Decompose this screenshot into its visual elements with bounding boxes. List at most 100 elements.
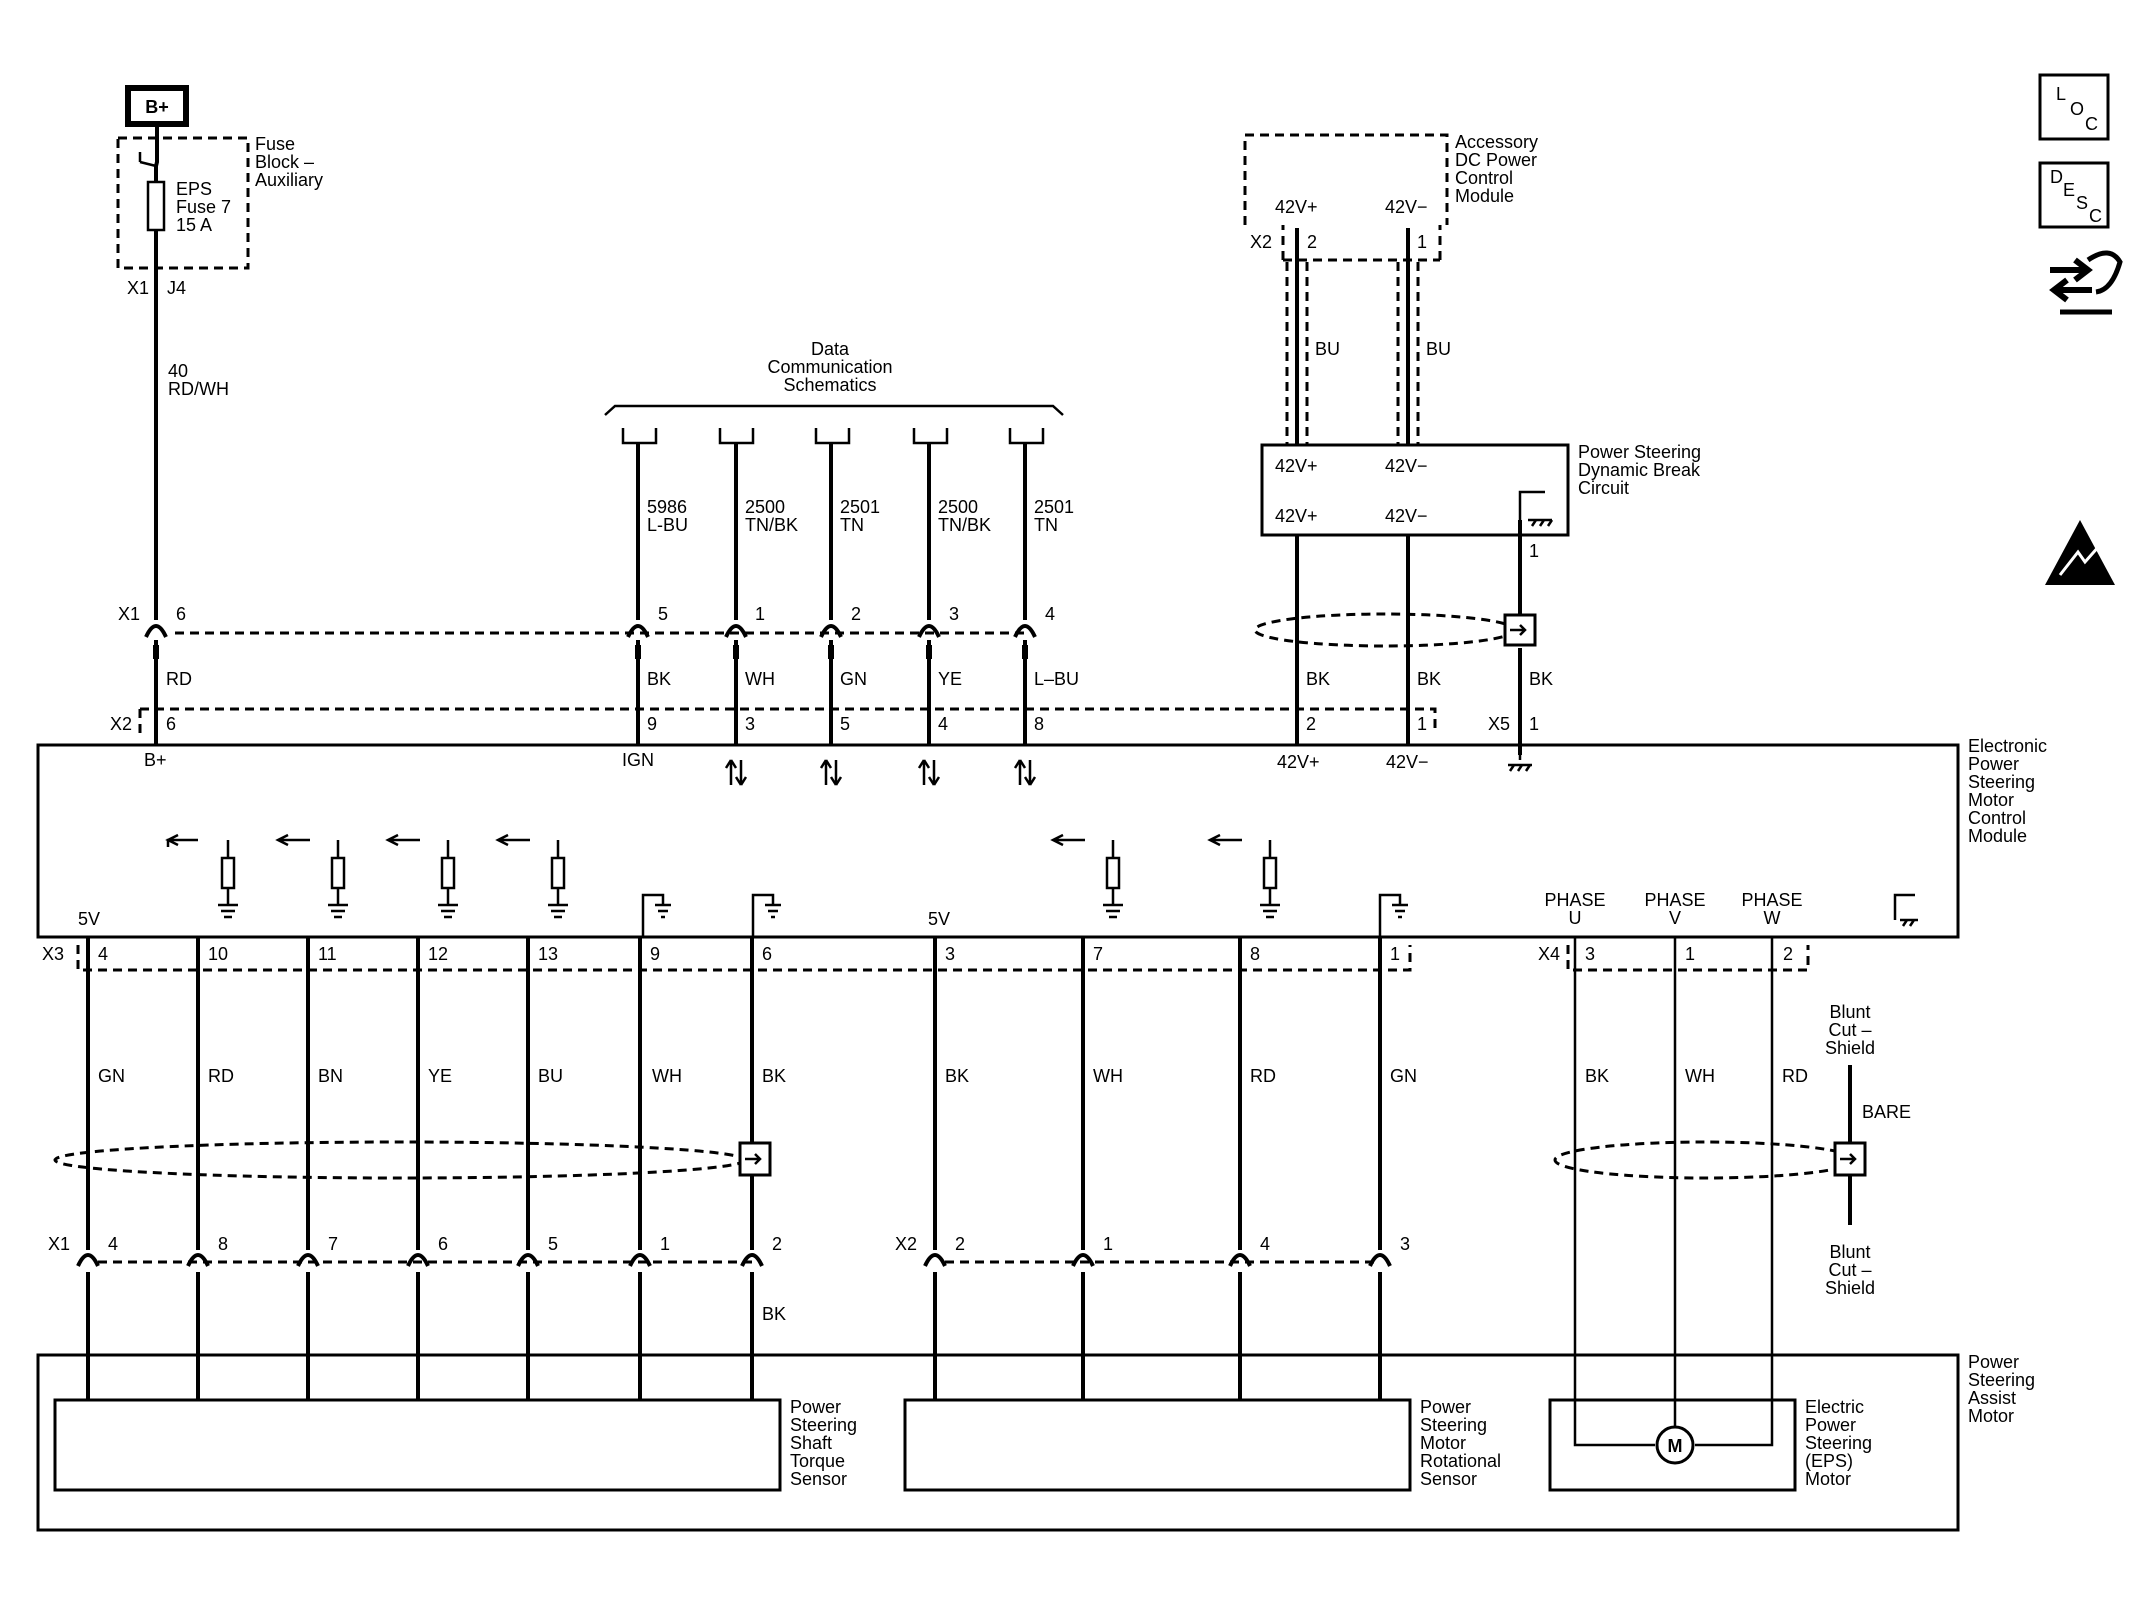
- accessory-dc-power-module: Accessory DC Power Control Module 42V+ 4…: [1243, 132, 1538, 262]
- bidirectional-arrow-icons: [724, 759, 1037, 786]
- torque-sensor-label-2: Steering: [790, 1415, 857, 1435]
- torque-sensor-label-1: Power: [790, 1397, 841, 1417]
- shield-bottom-label-1: Blunt: [1829, 1242, 1870, 1262]
- dynamic-break-title-2: Dynamic Break: [1578, 460, 1701, 480]
- lower-wires: [86, 937, 1852, 1447]
- dynamic-break-circuit: Power Steering Dynamic Break Circuit 42V…: [1260, 442, 1701, 561]
- x1-upper-pin-6: 4: [1045, 604, 1055, 624]
- fuse-block-label-3: Auxiliary: [255, 170, 323, 190]
- fuse-label-2: Fuse 7: [176, 197, 231, 217]
- data-comm-wires: [636, 443, 1027, 620]
- x1-lower-pin-2: 8: [218, 1234, 228, 1254]
- x2-lower-pin-3: 4: [1260, 1234, 1270, 1254]
- eps-motor-label-2: Power: [1805, 1415, 1856, 1435]
- assist-motor-title-2: Steering: [1968, 1370, 2035, 1390]
- shield-loop-upper: [1253, 612, 1537, 648]
- x1-upper-color-3: WH: [745, 669, 775, 689]
- shield-top-label-2: Cut –: [1828, 1020, 1871, 1040]
- phase-v-sub: V: [1669, 908, 1681, 928]
- eps-module-5v-right: 5V: [928, 909, 950, 929]
- fuse-block-auxiliary: Fuse Block – Auxiliary EPS Fuse 7 15 A X…: [116, 134, 323, 298]
- chassis-ground-icon: [1508, 755, 1532, 772]
- rotational-sensor-label-4: Rotational: [1420, 1451, 1501, 1471]
- eps-fuse-symbol: [146, 180, 166, 232]
- x1-lower-extra-color: BK: [762, 1304, 786, 1324]
- x3-color-6: WH: [652, 1066, 682, 1086]
- circuit-num-3: 2501: [840, 497, 880, 517]
- bu-cable-pos: [1285, 228, 1309, 445]
- shield-top-label-3: Shield: [1825, 1038, 1875, 1058]
- x3-pin-6: 9: [650, 944, 660, 964]
- x3-x4-pins: 4 10 11 12 13 9 6 3 7 8 1 3 1 2: [98, 944, 1793, 964]
- desc-letter-e: E: [2063, 180, 2075, 200]
- x3-pin-9: 7: [1093, 944, 1103, 964]
- phase-v-label: PHASE: [1644, 890, 1705, 910]
- esd-warning-icon[interactable]: [2045, 520, 2115, 585]
- phase-u-label: PHASE: [1544, 890, 1605, 910]
- phase-w-sub: W: [1764, 908, 1781, 928]
- x2-lower-pin-1: 2: [955, 1234, 965, 1254]
- lower-terminals: [76, 1253, 1392, 1267]
- x1-lower-pin-3: 7: [328, 1234, 338, 1254]
- dynamic-break-title-3: Circuit: [1578, 478, 1629, 498]
- dynamic-break-title-1: Power Steering: [1578, 442, 1701, 462]
- x3-color-11: GN: [1390, 1066, 1417, 1086]
- bplus-label: B+: [145, 97, 169, 117]
- desc-letter-c: C: [2089, 206, 2102, 226]
- eps-module-ign: IGN: [622, 750, 654, 770]
- phase-u-sub: U: [1569, 908, 1582, 928]
- x4-pin-2: 1: [1685, 944, 1695, 964]
- shield-bottom-label-2: Cut –: [1828, 1260, 1871, 1280]
- shield-top-label-1: Blunt: [1829, 1002, 1870, 1022]
- x3-color-1: GN: [98, 1066, 125, 1086]
- dynamic-break-pin: 1: [1529, 541, 1539, 561]
- x2-upper-pin-2: 9: [647, 714, 657, 734]
- x2-upper-pin-7: 2: [1306, 714, 1316, 734]
- phase-w-label: PHASE: [1741, 890, 1802, 910]
- accessory-neg-label: 42V−: [1385, 197, 1428, 217]
- x2-upper-pin-5: 4: [938, 714, 948, 734]
- x1-upper-color-2: BK: [647, 669, 671, 689]
- x3-pin-4: 12: [428, 944, 448, 964]
- loc-letter-o: O: [2070, 99, 2084, 119]
- eps-module-title-5: Control: [1968, 808, 2026, 828]
- loc-letter-c: C: [2085, 114, 2098, 134]
- x2-lower-conn: X2: [895, 1234, 917, 1254]
- motor-icon: [1655, 1425, 1695, 1465]
- x3-pin-5: 13: [538, 944, 558, 964]
- x3-color-5: BU: [538, 1066, 563, 1086]
- x1-lower-conn: X1: [48, 1234, 70, 1254]
- accessory-pin-neg: 1: [1417, 232, 1427, 252]
- x3-color-8: BK: [945, 1066, 969, 1086]
- fuse-conn-j4: J4: [167, 278, 186, 298]
- desc-icon[interactable]: D E S C: [2038, 161, 2110, 229]
- x2-upper-pin-4: 5: [840, 714, 850, 734]
- ground-icon: [1518, 490, 1554, 527]
- dynamic-break-pos-top: 42V+: [1275, 456, 1318, 476]
- eps-module-42v-pos: 42V+: [1277, 752, 1320, 772]
- x1-lower-pin-5: 5: [548, 1234, 558, 1254]
- assist-motor-title-1: Power: [1968, 1352, 2019, 1372]
- data-comm-title-3: Schematics: [783, 375, 876, 395]
- eps-motor: M Electric Power Steering (EPS) Motor: [1548, 1397, 1872, 1492]
- x3-pin-1: 4: [98, 944, 108, 964]
- rotational-sensor-label-5: Sensor: [1420, 1469, 1477, 1489]
- accessory-title-4: Module: [1455, 186, 1514, 206]
- loc-icon[interactable]: L O C: [2038, 73, 2110, 141]
- x4-conn: X4: [1538, 944, 1560, 964]
- accessory-title-2: DC Power: [1455, 150, 1537, 170]
- x4-color-2: WH: [1685, 1066, 1715, 1086]
- desc-letter-d: D: [2050, 167, 2063, 187]
- circuit-color-1: L-BU: [647, 515, 688, 535]
- assist-motor-title-4: Motor: [1968, 1406, 2014, 1426]
- rotational-sensor-label-1: Power: [1420, 1397, 1471, 1417]
- fuse-label-1: EPS: [176, 179, 212, 199]
- circuit-color-4: TN/BK: [938, 515, 991, 535]
- shield-bottom-label-3: Shield: [1825, 1278, 1875, 1298]
- eps-motor-label-4: (EPS): [1805, 1451, 1853, 1471]
- circuit-num-1: 5986: [647, 497, 687, 517]
- bu-cable-neg: [1396, 228, 1420, 445]
- fuse-block-label-2: Block –: [255, 152, 314, 172]
- connector-swap-icon[interactable]: [2049, 250, 2123, 315]
